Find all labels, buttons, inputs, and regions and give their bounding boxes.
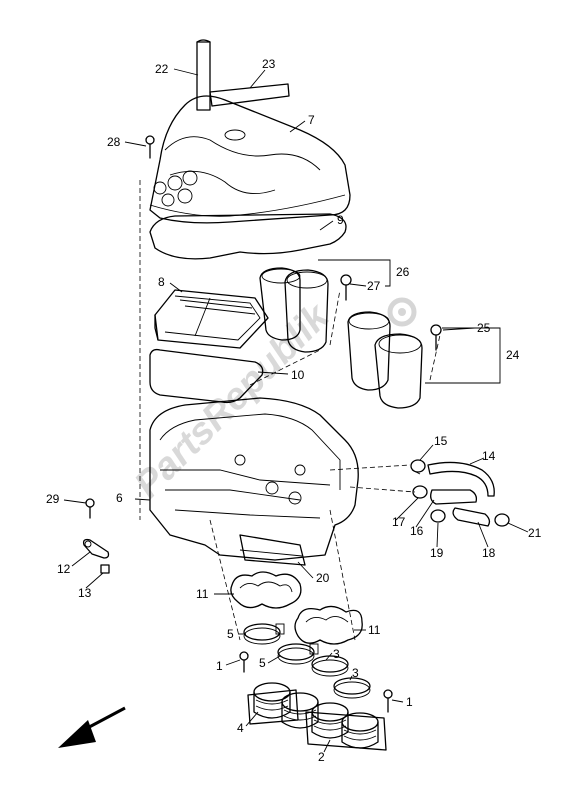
clamp-part-5-lower bbox=[277, 643, 319, 665]
callout-10: 10 bbox=[291, 368, 305, 382]
intake-joint-part-2 bbox=[305, 702, 387, 751]
callout-23: 23 bbox=[262, 57, 276, 71]
callout-6: 6 bbox=[116, 491, 123, 505]
callout-1-right: 1 bbox=[406, 695, 413, 709]
callout-3-upper: 3 bbox=[333, 647, 340, 661]
assembly-guide-lines bbox=[139, 180, 441, 641]
callout-11-right: 11 bbox=[368, 623, 381, 637]
duct-part-20 bbox=[239, 534, 306, 566]
gasket-part-9 bbox=[149, 213, 347, 260]
callout-9: 9 bbox=[337, 213, 344, 227]
air-cleaner-cover-part-7 bbox=[149, 95, 351, 224]
callout-28: 28 bbox=[107, 135, 121, 149]
callout-27: 27 bbox=[367, 279, 381, 293]
callout-19: 19 bbox=[430, 546, 444, 560]
hose-part-16 bbox=[430, 489, 478, 505]
callout-15: 15 bbox=[434, 434, 448, 448]
air-filter-element-part-8 bbox=[154, 289, 269, 349]
clip-part-17 bbox=[412, 485, 428, 499]
screw-part-29 bbox=[85, 498, 95, 519]
clip-part-19 bbox=[430, 509, 446, 523]
screw-part-25 bbox=[430, 324, 442, 351]
callout-12: 12 bbox=[57, 562, 71, 576]
callout-13: 13 bbox=[78, 586, 92, 600]
screw-part-27 bbox=[340, 274, 352, 301]
clamp-part-3-lower bbox=[333, 677, 371, 699]
callout-3-lower: 3 bbox=[352, 666, 359, 680]
callout-1-left: 1 bbox=[216, 659, 223, 673]
hose-part-14 bbox=[427, 461, 495, 497]
callout-5-upper: 5 bbox=[227, 627, 234, 641]
screw-part-1-right bbox=[383, 689, 393, 713]
callout-26: 26 bbox=[396, 265, 410, 279]
callout-8: 8 bbox=[158, 275, 165, 289]
callout-18: 18 bbox=[482, 546, 496, 560]
clip-part-15 bbox=[410, 459, 426, 475]
callout-14: 14 bbox=[482, 449, 496, 463]
callout-2: 2 bbox=[318, 750, 325, 764]
air-filter-case-part-6 bbox=[149, 397, 359, 561]
callout-11-left: 11 bbox=[196, 587, 209, 601]
seal-part-10 bbox=[149, 348, 264, 404]
breather-pipe-part-22 bbox=[196, 39, 211, 111]
callout-22: 22 bbox=[155, 62, 169, 76]
callout-7: 7 bbox=[308, 113, 315, 127]
callout-4: 4 bbox=[237, 721, 244, 735]
callout-17: 17 bbox=[392, 515, 406, 529]
callout-21: 21 bbox=[528, 526, 542, 540]
screw-part-1-left bbox=[239, 651, 249, 673]
nut-part-13 bbox=[100, 564, 110, 574]
callout-25: 25 bbox=[477, 321, 491, 335]
hose-part-18 bbox=[452, 507, 491, 527]
joint-gasket-part-11-left bbox=[230, 571, 302, 609]
joint-gasket-part-11-right bbox=[294, 605, 363, 645]
callout-20: 20 bbox=[316, 571, 330, 585]
watermark-gear-icon bbox=[387, 297, 417, 327]
breather-pipe-part-23 bbox=[209, 83, 290, 107]
callout-5-lower: 5 bbox=[259, 656, 266, 670]
callout-labels: 22 23 7 28 9 8 10 26 27 25 24 6 29 12 13… bbox=[46, 57, 542, 764]
callout-24: 24 bbox=[506, 348, 520, 362]
callout-16: 16 bbox=[410, 524, 424, 538]
bracket-part-12 bbox=[82, 538, 110, 559]
clamp-part-3-upper bbox=[311, 655, 349, 677]
intake-funnel-set-part-26 bbox=[259, 267, 329, 353]
clamp-part-5-upper bbox=[243, 623, 285, 645]
intake-joint-part-4 bbox=[247, 682, 319, 729]
callout-29: 29 bbox=[46, 492, 60, 506]
leader-lines bbox=[63, 68, 529, 753]
intake-funnel-set-part-24 bbox=[347, 311, 423, 409]
screw-part-28 bbox=[145, 135, 155, 159]
clip-part-21 bbox=[494, 513, 510, 527]
direction-arrow-icon bbox=[58, 706, 126, 748]
